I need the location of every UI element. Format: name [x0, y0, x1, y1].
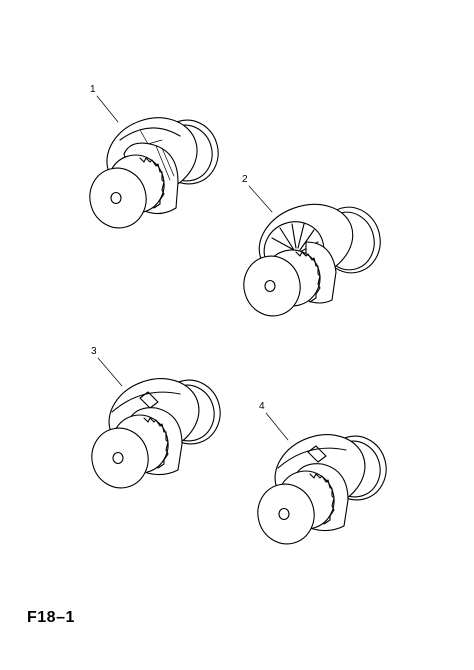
- water-pump-1: [89, 117, 219, 229]
- callout-label-3: 3: [91, 346, 97, 357]
- callout-label-2: 2: [242, 174, 248, 185]
- callout-label-4: 4: [259, 401, 265, 412]
- water-pump-2: [243, 203, 381, 317]
- water-pump-4: [257, 434, 387, 545]
- figure-id: F18–1: [27, 609, 75, 626]
- callout-label-1: 1: [90, 84, 96, 95]
- water-pump-3: [91, 378, 221, 489]
